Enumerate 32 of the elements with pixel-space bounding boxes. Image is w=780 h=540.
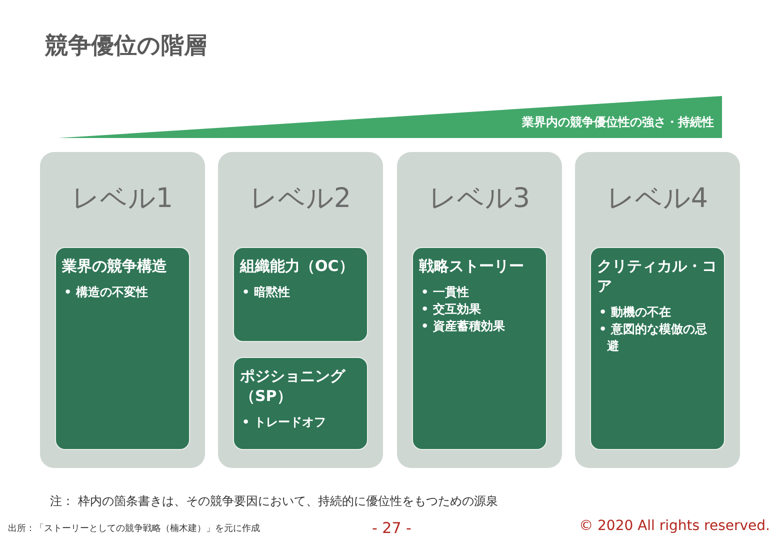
bullet-item: • 一貫性 [420,284,470,301]
bullet-item: • 動機の不在 [598,304,672,321]
wedge-label: 業界内の競争優位性の強さ・持続性 [522,114,714,131]
factor-card [590,247,725,450]
level-heading: レベル4 [606,182,710,216]
card-heading: クリティカル・コア [597,256,718,296]
source-note: 出所：「ストーリーとしての競争戦略（楠木建）」を元に作成 [8,522,260,535]
factor-card [233,357,368,450]
level-heading: レベル2 [248,182,352,216]
card-heading: 戦略ストーリー [419,256,525,276]
card-heading: 業界の競争構造 [62,256,168,276]
card-heading: 組織能力（OC） [240,256,355,276]
bullet-item: • 構造の不変性 [63,284,149,301]
bullet-item: • 暗黙性 [241,284,291,301]
factor-card [412,247,547,450]
level-panel [397,152,562,468]
level-panel [575,152,740,468]
footnote: 注： 枠内の箇条書きは、その競争要因において、持続的に優位性をもつための源泉 [50,493,498,510]
copyright-notice: © 2020 All rights reserved. [579,518,770,534]
factor-card [55,247,190,450]
page-number: - 27 - [372,519,412,537]
bullet-item: • 意図的な模倣の忌避 [598,321,708,355]
factor-card [233,247,368,342]
level-heading: レベル1 [70,182,174,216]
bullet-item: • 交互効果 [420,301,482,318]
level-heading: レベル3 [428,182,532,216]
bullet-item: • 資産蓄積効果 [420,318,506,335]
level-panel [40,152,205,468]
level-panel [218,152,383,468]
card-heading: ポジショニング（SP） [240,366,346,406]
slide-title: 競争優位の階層 [45,32,207,61]
bullet-item: • トレードオフ [241,414,327,431]
